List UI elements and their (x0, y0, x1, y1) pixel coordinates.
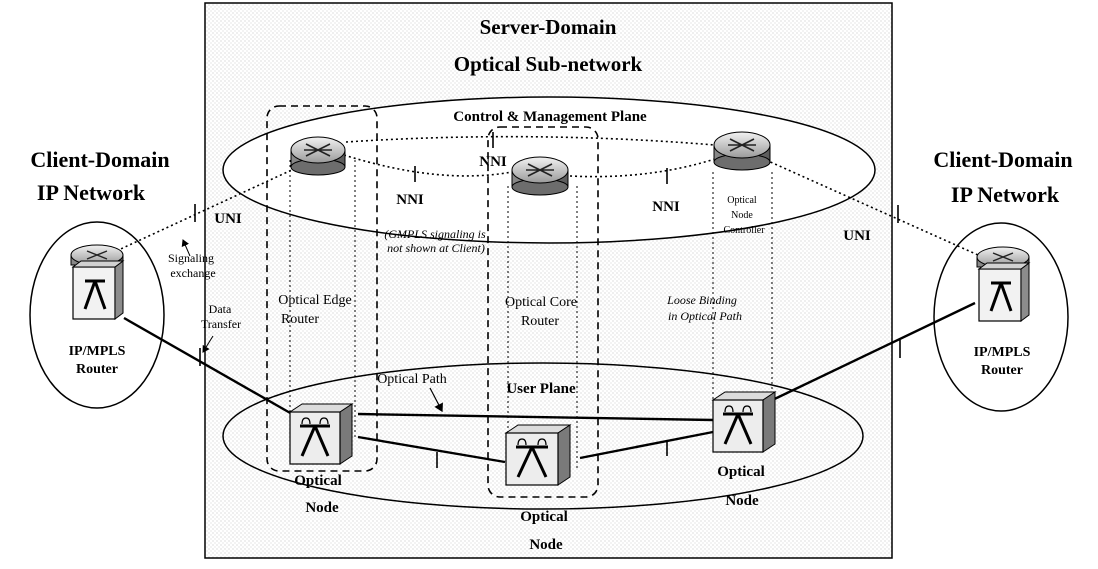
loose-binding-line2: in Optical Path (668, 309, 742, 323)
client-right-title-line1: Client-Domain (933, 147, 1072, 172)
optical-link-edge-controller-node (357, 412, 714, 422)
client-left-title-line2: IP Network (37, 180, 146, 205)
client-right-router-label-line2: Router (981, 363, 1023, 378)
signaling-note-line2: exchange (170, 266, 215, 280)
uni-link-right (765, 159, 979, 256)
control-plane-label: Control & Management Plane (453, 109, 647, 125)
uni-link-left (111, 167, 297, 254)
server-domain-title-line2: Optical Sub-network (454, 52, 643, 76)
gmpls-note-line2: not shown at Client) (387, 241, 485, 255)
node-controller-label-line2: Node (731, 210, 753, 221)
node-controller-icon (713, 131, 771, 171)
optical-link-core-controller-node (579, 430, 714, 460)
optical-path-label: Optical Path (377, 372, 447, 387)
edge-router-label-line2: Router (281, 312, 319, 327)
optical-node-edge-icon (288, 403, 354, 465)
client-left-router-icon (70, 244, 125, 320)
client-left-router-label-line2: Router (76, 362, 118, 377)
optical-node-controller-label-line1: Optical (717, 464, 765, 480)
interface-ticks (194, 132, 901, 468)
signaling-note-line1: Signaling (168, 251, 214, 265)
data-link-left (123, 316, 293, 416)
edge-router-group (266, 105, 378, 472)
optical-node-core-label-line2: Node (529, 537, 563, 553)
data-link-right (761, 301, 976, 407)
core-router-icon (511, 156, 569, 196)
loose-binding-line1: Loose Binding (666, 293, 737, 307)
nni-label-top: NNI (479, 154, 507, 170)
client-left-title-line1: Client-Domain (30, 147, 169, 172)
optical-node-core-label-line1: Optical (520, 509, 568, 525)
client-right-title-line2: IP Network (951, 182, 1060, 207)
client-right-router-icon (976, 246, 1031, 322)
gmpls-note-line1: (GMPLS signaling is (384, 227, 486, 241)
core-router-group (487, 126, 599, 498)
core-router-label-line1: Optical Core (505, 295, 577, 310)
optical-node-controller-label-line2: Node (725, 493, 759, 509)
core-router-label-line2: Router (521, 314, 559, 329)
data-transfer-arrow (202, 335, 214, 353)
edge-router-label-line1: Optical Edge (278, 293, 351, 308)
optical-node-edge-label-line2: Node (305, 500, 339, 516)
client-right-router-label-line1: IP/MPLS (974, 345, 1031, 360)
uni-label-left: UNI (214, 211, 242, 227)
optical-node-core-icon (504, 424, 572, 486)
data-transfer-note-line1: Data (209, 302, 232, 316)
optical-node-controller-icon (711, 391, 777, 453)
data-transfer-note-line2: Transfer (201, 317, 241, 331)
user-plane-label: User Plane (506, 381, 576, 397)
node-controller-label-line3: Controller (723, 225, 765, 236)
signaling-arrow (181, 239, 191, 257)
nni-label-right: NNI (652, 199, 680, 215)
client-left-router-label-line1: IP/MPLS (69, 344, 126, 359)
optical-path-arrow (429, 387, 443, 413)
optical-link-edge-core-node (357, 435, 506, 464)
server-domain-title-line1: Server-Domain (480, 15, 617, 39)
uni-label-right: UNI (843, 228, 871, 244)
optical-node-edge-label-line1: Optical (294, 473, 342, 489)
node-controller-label-line1: Optical (727, 195, 757, 206)
nni-label-left: NNI (396, 192, 424, 208)
edge-router-icon (290, 136, 346, 176)
